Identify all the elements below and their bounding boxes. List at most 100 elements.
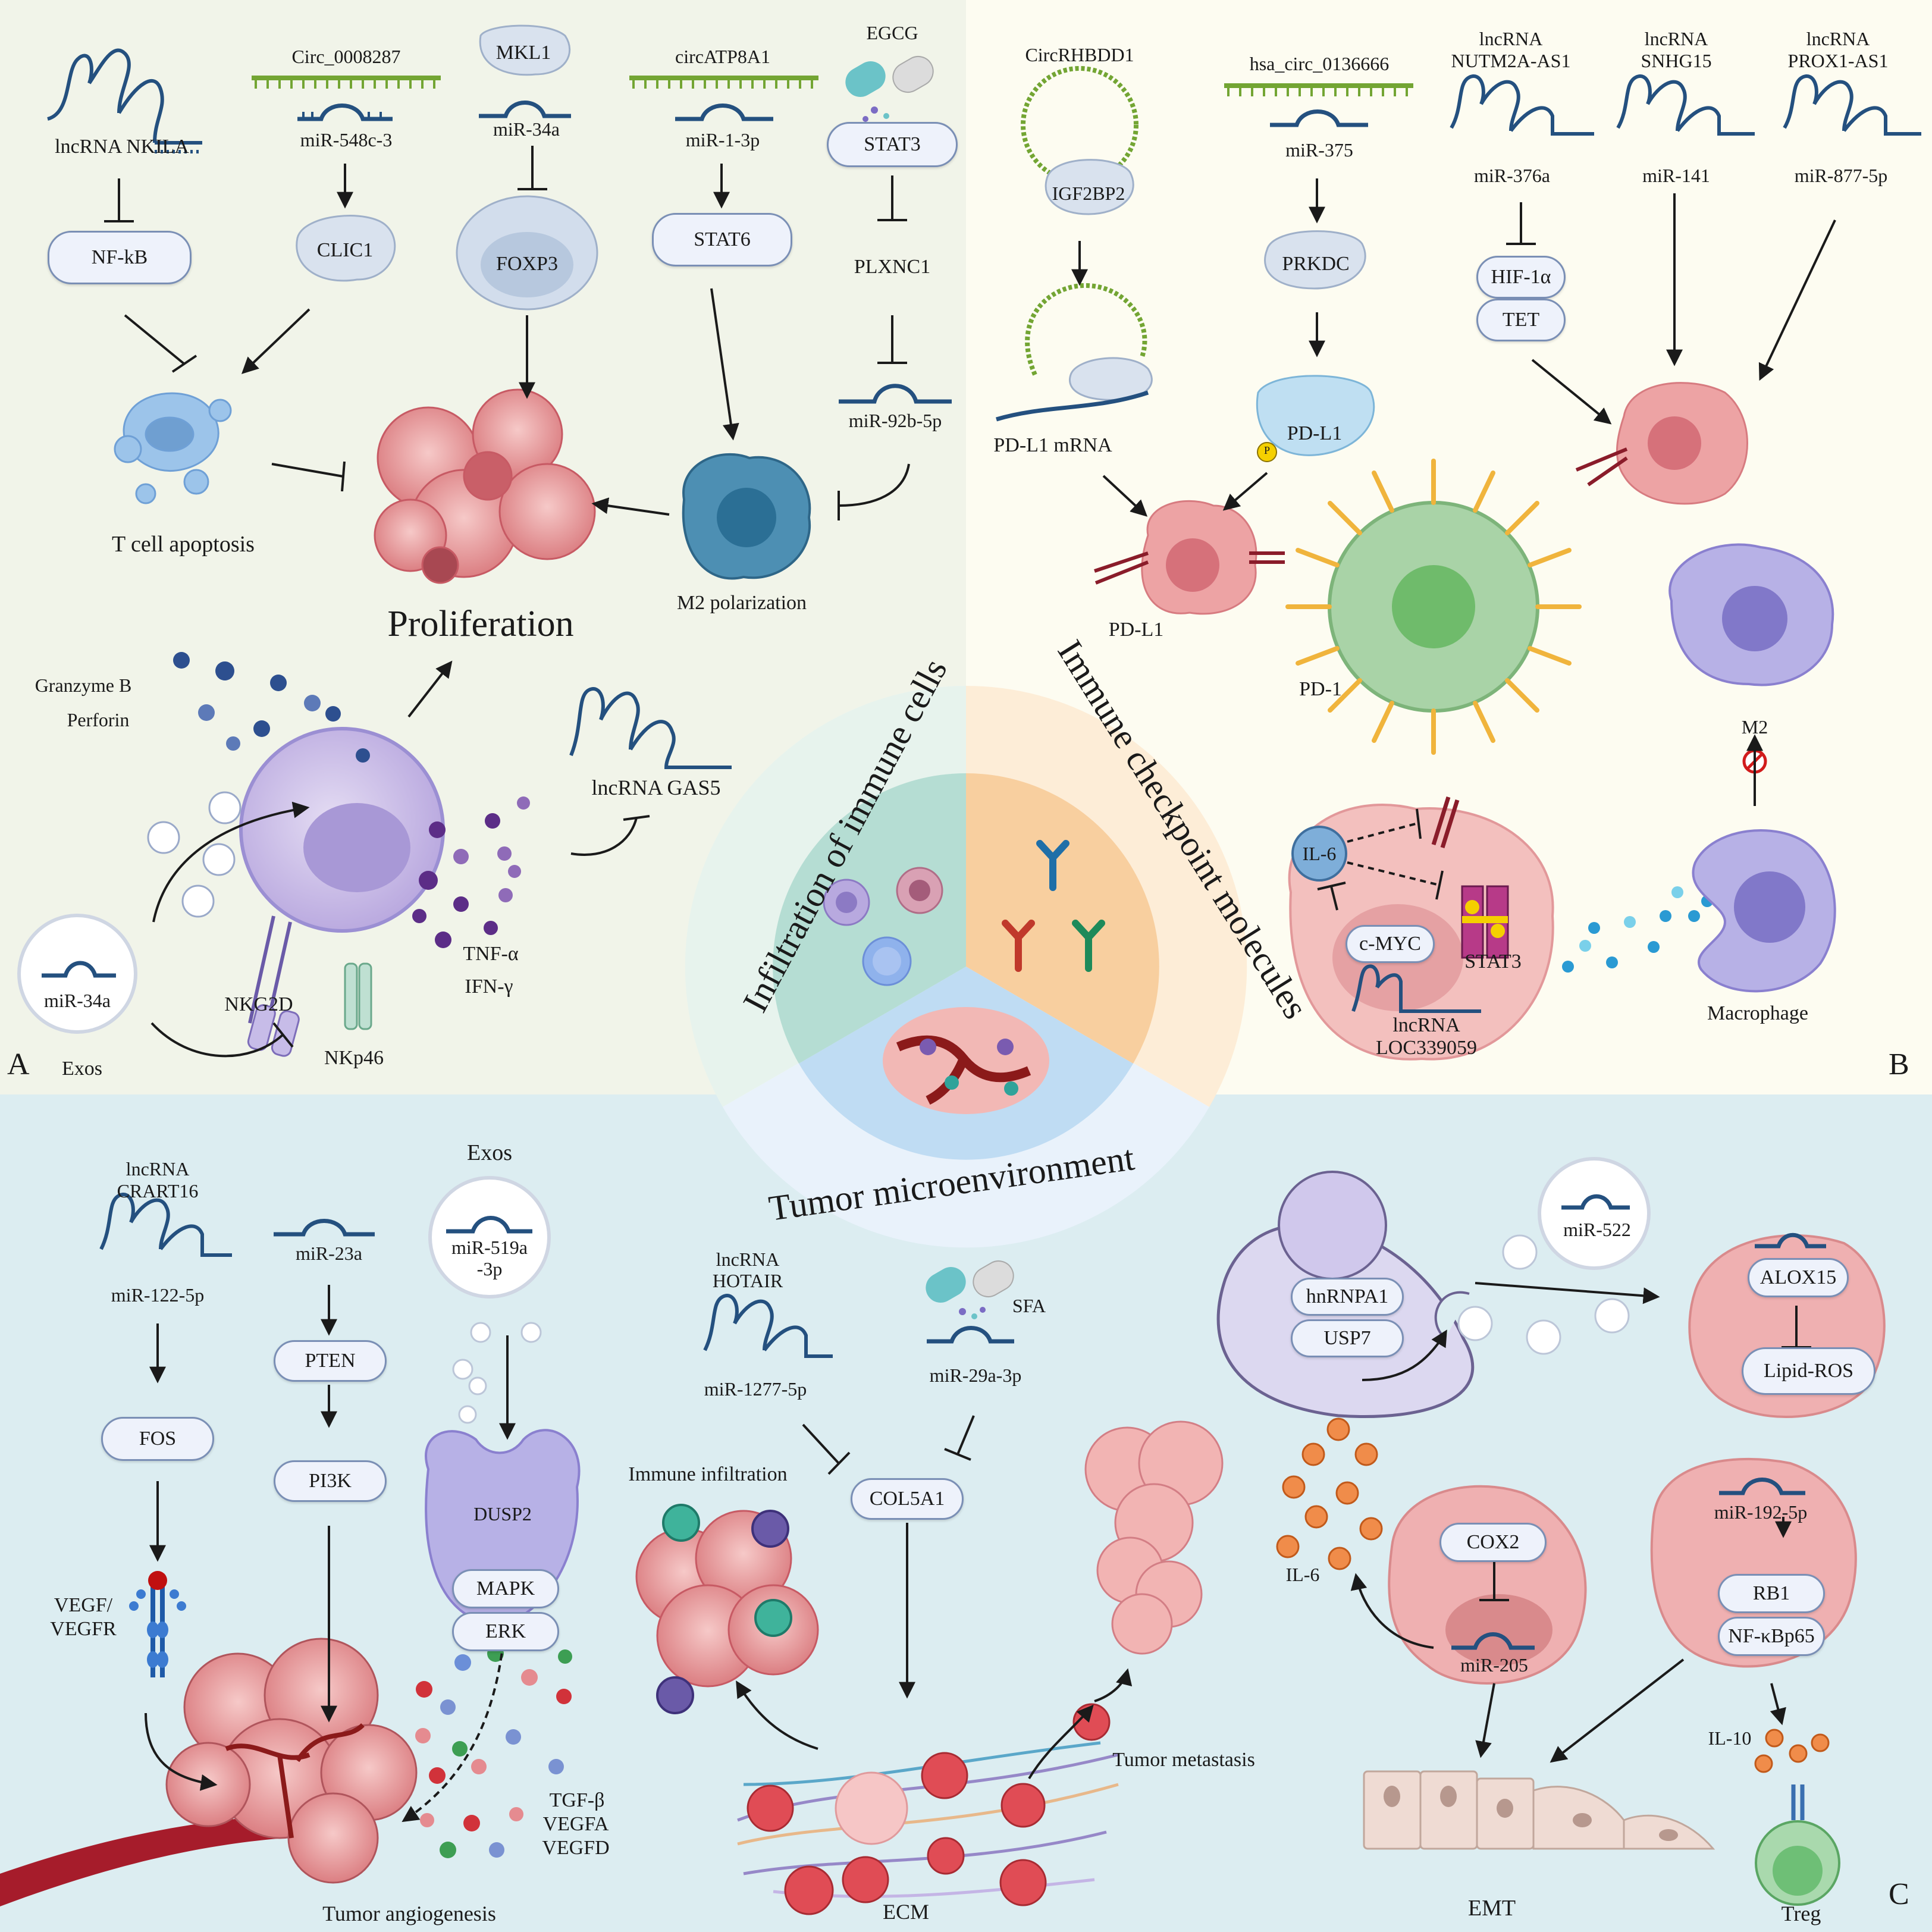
label-circ-0008287: Circ_0008287 — [291, 46, 401, 67]
label-pd-l1-mrna: PD-L1 mRNA — [993, 434, 1112, 456]
label-lncrna-nkila: lncRNA NKILA — [55, 136, 189, 158]
node-fos: FOS — [101, 1417, 214, 1461]
label-treg: Treg — [1781, 1902, 1821, 1925]
metastasis-tumor-icon — [1084, 1420, 1224, 1655]
tumor-cell-mir-192-icon — [1650, 1457, 1857, 1668]
panel-a-graphics — [17, 24, 952, 1058]
nk-cell-icon — [239, 727, 445, 1057]
circ-rna-binding-icon — [1025, 283, 1147, 376]
granzyme-perforin-granules-icon — [173, 652, 370, 763]
label-mir-205: miR-205 — [1460, 1654, 1528, 1676]
panel-c-arrows — [145, 1282, 1811, 1823]
t-cell-pd-1-icon — [1285, 459, 1582, 755]
label-il-6-c: IL-6 — [1285, 1564, 1320, 1585]
label-clic1: CLIC1 — [316, 239, 374, 261]
pd-l1-protein-icon — [1256, 375, 1375, 456]
exosome-mir-519a-icon — [428, 1176, 551, 1299]
label-prkdc: PRKDC — [1282, 253, 1350, 275]
label-mir-519a-l2: -3p — [476, 1258, 503, 1279]
label-macrophage: Macrophage — [1707, 1002, 1808, 1024]
label-sfa: SFA — [1012, 1295, 1046, 1316]
mir-92b-5p-icon — [839, 384, 952, 404]
label-proliferation: Proliferation — [387, 604, 574, 644]
panel-c-graphics — [0, 1157, 1886, 1915]
label-m2-polarization: M2 polarization — [676, 592, 807, 614]
egcg-capsule-icon — [845, 56, 934, 122]
circrhbdd1-icon — [1021, 66, 1138, 184]
label-perforin: Perforin — [67, 709, 130, 730]
label-m2: M2 — [1741, 716, 1768, 738]
lncrna-nkila-icon — [46, 48, 202, 153]
label-p-marker: P — [1263, 444, 1271, 456]
growth-factor-dots-icon — [415, 1645, 572, 1858]
node-pi3k: PI3K — [274, 1460, 387, 1502]
label-mir-375: miR-375 — [1285, 139, 1353, 161]
label-mir-34a-top: miR-34a — [493, 118, 560, 140]
cytokine-granules-icon — [412, 796, 530, 948]
mir-29a-3p-icon — [927, 1326, 1014, 1344]
label-il-10: IL-10 — [1708, 1727, 1752, 1749]
label-mir-522: miR-522 — [1563, 1219, 1631, 1240]
mir-23a-icon — [274, 1219, 375, 1237]
label-pd-1: PD-1 — [1299, 678, 1342, 700]
exosome-mir-522-icon — [1538, 1157, 1651, 1270]
node-cox2: COX2 — [1439, 1523, 1547, 1562]
node-lipid-ros: Lipid-ROS — [1742, 1347, 1875, 1395]
label-circatp8a1: circATP8A1 — [675, 46, 770, 67]
clic1-protein-icon — [296, 215, 396, 282]
label-nutm2a-l2: NUTM2A-AS1 — [1451, 50, 1571, 71]
label-mir-877-5p: miR-877-5p — [1794, 165, 1888, 186]
foxp3-cell-icon — [456, 195, 598, 310]
exosome-mir-34a-icon — [17, 914, 137, 1034]
tumor-cell-right-icon — [1575, 382, 1748, 505]
apoptotic-t-cell-icon — [114, 392, 232, 504]
m2-macrophage-b-icon — [1668, 543, 1834, 686]
panel-b-letter: B — [1889, 1047, 1909, 1081]
label-mir-548c-3: miR-548c-3 — [300, 129, 393, 150]
lncrna-crart16-icon — [99, 1193, 232, 1257]
label-foxp3: FOXP3 — [496, 253, 558, 275]
label-prox1-l1: lncRNA — [1806, 28, 1870, 49]
tumor-cell-pd-l1-icon — [1094, 500, 1285, 615]
label-t-cell-apoptosis: T cell apoptosis — [112, 532, 255, 557]
label-mir-1277-5p: miR-1277-5p — [704, 1378, 807, 1400]
node-alox15: ALOX15 — [1748, 1258, 1849, 1297]
il-6-molecule-icon — [1291, 826, 1347, 882]
node-nf-kb: NF-kB — [48, 231, 192, 284]
label-nkg2d: NKG2D — [224, 993, 293, 1015]
label-snhg15-l2: SNHG15 — [1641, 50, 1712, 71]
lncrna-gas5-icon — [569, 687, 732, 769]
label-mir-192-5p: miR-192-5p — [1714, 1501, 1808, 1523]
label-nkp46: NKp46 — [324, 1047, 384, 1069]
label-hotair-l2: HOTAIR — [712, 1270, 783, 1291]
hsa-circ-0136666-icon — [1224, 83, 1413, 127]
label-mir-1-3p: miR-1-3p — [685, 129, 760, 150]
node-pten: PTEN — [274, 1340, 387, 1382]
node-usp7: USP7 — [1291, 1319, 1404, 1357]
label-crart16-l2: CRART16 — [117, 1180, 199, 1202]
label-nutm2a-l1: lncRNA — [1479, 28, 1543, 49]
label-mir-23a: miR-23a — [296, 1243, 362, 1264]
label-plxnc1: PLXNC1 — [854, 256, 931, 278]
treg-cell-icon — [1755, 1784, 1840, 1906]
lncrna-loc339059-icon — [1351, 964, 1481, 1013]
label-stat3-b: STAT3 — [1464, 951, 1522, 973]
node-mapk: MAPK — [452, 1569, 559, 1608]
label-circrhbdd1: CircRHBDD1 — [1025, 44, 1134, 65]
label-mir-92b-5p: miR-92b-5p — [848, 410, 942, 431]
panel-b-inhibition — [1317, 808, 1444, 911]
label-mkl1: MKL1 — [495, 42, 551, 64]
label-mir-29a-3p: miR-29a-3p — [929, 1365, 1022, 1386]
label-exos-a: Exos — [62, 1058, 102, 1080]
label-igf2bp2: IGF2BP2 — [1052, 183, 1125, 204]
panel-c-letter: C — [1889, 1877, 1909, 1911]
prkdc-protein-icon — [1264, 230, 1366, 290]
label-vegfa: VEGFA — [542, 1813, 609, 1835]
panel-a-letter: A — [7, 1047, 30, 1081]
label-vegf-l1: VEGF/ — [54, 1594, 113, 1616]
label-tumor-metastasis: Tumor metastasis — [1112, 1749, 1255, 1771]
label-pd-l1-protein: PD-L1 — [1287, 422, 1343, 444]
emt-nuclei-icon — [1384, 1786, 1678, 1841]
label-mir-141: miR-141 — [1642, 165, 1710, 186]
node-hif-1a: HIF-1α — [1476, 256, 1566, 299]
